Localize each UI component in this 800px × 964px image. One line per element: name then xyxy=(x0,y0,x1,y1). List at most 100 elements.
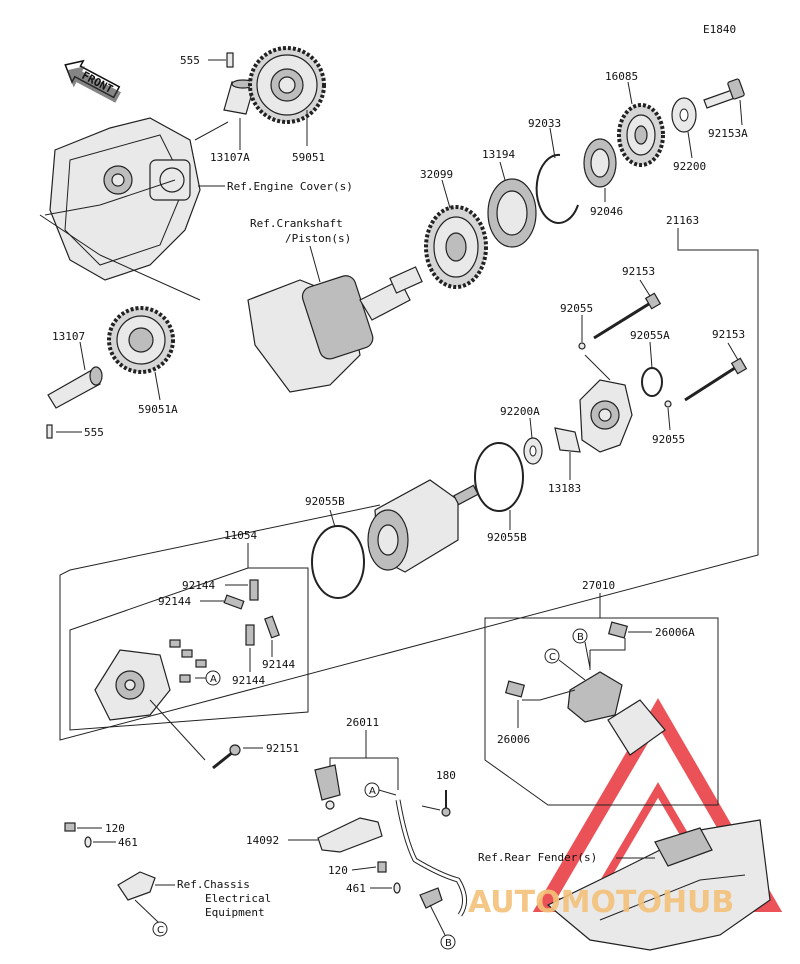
gear-32099 xyxy=(424,179,488,289)
spring-92144-2 xyxy=(223,594,245,610)
label-92055-b: 92055 xyxy=(652,433,685,446)
label-92153-a: 92153 xyxy=(622,265,655,278)
ref-crankshaft-line2: /Piston(s) xyxy=(285,232,351,245)
label-26006A: 26006A xyxy=(655,626,695,639)
label-32099: 32099 xyxy=(420,168,453,181)
label-92144-2: 92144 xyxy=(158,595,191,608)
front-arrow-icon: FRONT xyxy=(64,59,121,103)
washer-92200 xyxy=(671,97,697,159)
label-92144-1: 92144 xyxy=(182,579,215,592)
bolt-92153-a xyxy=(593,279,662,340)
spring-92144-3 xyxy=(264,615,280,639)
engine-cover xyxy=(39,117,201,301)
callout-c-chassis xyxy=(152,921,168,937)
label-92055B-left: 92055B xyxy=(305,495,345,508)
frame-21163 xyxy=(59,228,759,741)
label-59051A: 59051A xyxy=(138,403,178,416)
plate-13183 xyxy=(554,427,581,480)
frame-11054 xyxy=(69,543,309,731)
pin-555-top xyxy=(208,52,234,68)
callout-c-relay-text: C xyxy=(549,652,556,663)
label-461-left: 461 xyxy=(118,836,138,849)
bearing-92046 xyxy=(583,138,617,202)
label-555-bottom: 555 xyxy=(84,426,104,439)
ref-engine-cover: Ref.Engine Cover(s) xyxy=(227,180,353,193)
label-92200A: 92200A xyxy=(500,405,540,418)
crankshaft xyxy=(247,266,423,393)
label-555-top: 555 xyxy=(180,54,200,67)
ref-chassis-line1: Ref.Chassis xyxy=(177,878,250,891)
label-11054: 11054 xyxy=(224,529,257,542)
shaft-13107 xyxy=(47,341,103,409)
brush-holder xyxy=(94,639,207,761)
oring-92055B-right xyxy=(474,442,524,512)
label-92046: 92046 xyxy=(590,205,623,218)
oring-92055A xyxy=(641,367,663,397)
diagram-code: E1840 xyxy=(703,23,736,36)
label-13183: 13183 xyxy=(548,482,581,495)
washer-461-mid xyxy=(370,882,401,894)
label-92151: 92151 xyxy=(266,742,299,755)
callout-a-cable-text: A xyxy=(369,786,376,797)
label-92144-3: 92144 xyxy=(262,658,295,671)
label-26011: 26011 xyxy=(346,716,379,729)
fuse-26006A xyxy=(607,621,652,639)
label-120-mid: 120 xyxy=(328,864,348,877)
starter-motor xyxy=(367,479,479,573)
relay-27010 xyxy=(567,638,666,756)
ref-crankshaft-line1: Ref.Crankshaft xyxy=(250,217,343,230)
callout-b-relay-text: B xyxy=(577,632,584,643)
ref-chassis-line3: Equipment xyxy=(205,906,265,919)
ref-chassis-line2: Electrical xyxy=(205,892,271,905)
label-92144-4: 92144 xyxy=(232,674,265,687)
bolt-120-left xyxy=(64,822,102,832)
label-27010: 27010 xyxy=(582,579,615,592)
bracket-14092 xyxy=(288,817,383,853)
chassis-connector xyxy=(117,871,175,923)
shaft-13107A xyxy=(223,79,255,150)
label-59051: 59051 xyxy=(292,151,325,164)
bolt-92153A xyxy=(703,78,745,126)
bolt-180 xyxy=(421,790,451,817)
callout-c-chassis-text: C xyxy=(157,925,164,936)
cable-26011 xyxy=(314,764,467,917)
label-13194: 13194 xyxy=(482,148,515,161)
oring-92055B-left xyxy=(311,525,365,599)
oring-92055-b xyxy=(664,400,672,408)
oring-92055-a xyxy=(578,342,586,350)
callout-b-cable-text: B xyxy=(445,938,452,949)
clutch-13194 xyxy=(487,161,537,248)
callout-b-relay xyxy=(572,628,588,644)
label-92200: 92200 xyxy=(673,160,706,173)
label-92153A: 92153A xyxy=(708,127,748,140)
label-92055-a: 92055 xyxy=(560,302,593,315)
label-13107A: 13107A xyxy=(210,151,250,164)
label-92055B-right: 92055B xyxy=(487,531,527,544)
callout-c-relay xyxy=(544,648,560,664)
callout-a-brush-text: A xyxy=(210,674,217,685)
label-92033: 92033 xyxy=(528,117,561,130)
gear-59051 xyxy=(248,46,326,146)
bolt-92151 xyxy=(212,744,263,770)
pin-555-bottom xyxy=(46,424,53,439)
label-92153-b: 92153 xyxy=(712,328,745,341)
washer-461-left xyxy=(84,836,116,848)
watermark-text: AUTOMOTOHUB xyxy=(468,885,734,920)
callout-b-cable xyxy=(440,934,456,950)
circlip-92033 xyxy=(535,127,579,224)
label-92055A: 92055A xyxy=(630,329,670,342)
label-180: 180 xyxy=(436,769,456,782)
rear-fender xyxy=(546,819,771,951)
label-21163: 21163 xyxy=(666,214,699,227)
fuse-26006 xyxy=(504,680,576,728)
bolt-120-mid xyxy=(351,861,387,873)
spring-92144-4 xyxy=(245,624,255,646)
gear-59051A xyxy=(107,306,175,401)
label-26006: 26006 xyxy=(497,733,530,746)
frame-27010 xyxy=(484,593,719,806)
washer-92200A xyxy=(523,417,543,465)
starter-end-cover xyxy=(579,354,633,453)
spring-92144-1 xyxy=(249,579,259,601)
